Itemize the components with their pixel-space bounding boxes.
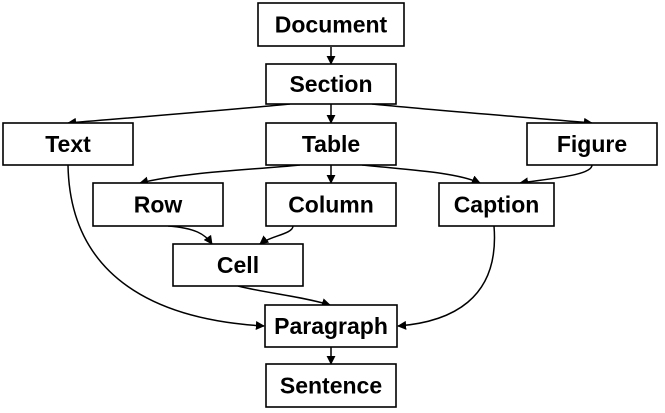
node-label: Caption — [454, 192, 540, 218]
node-document: Document — [257, 2, 405, 47]
edge-row-cell — [167, 225, 213, 245]
edge-section-figure — [371, 103, 593, 127]
node-column: Column — [265, 182, 397, 227]
edge-text-paragraph — [67, 164, 265, 331]
node-label: Figure — [557, 131, 627, 157]
node-row: Row — [92, 182, 224, 227]
node-caption: Caption — [438, 182, 555, 227]
edge-column-cell — [259, 225, 294, 245]
node-label: Section — [289, 71, 372, 97]
node-label: Column — [288, 192, 374, 218]
node-section: Section — [265, 63, 397, 105]
node-figure: Figure — [526, 122, 658, 166]
edge-cell-paragraph — [237, 285, 331, 307]
node-table: Table — [265, 122, 397, 166]
edge-section-text — [67, 103, 291, 127]
node-sentence: Sentence — [265, 363, 397, 408]
node-text: Text — [2, 122, 134, 166]
node-label: Document — [275, 12, 388, 38]
edges — [67, 47, 593, 365]
node-paragraph: Paragraph — [264, 304, 398, 348]
edge-caption-paragraph — [397, 225, 496, 330]
node-label: Sentence — [280, 373, 382, 399]
node-cell: Cell — [172, 243, 304, 287]
edge-figure-caption — [519, 164, 593, 187]
node-label: Table — [302, 131, 360, 157]
edge-table-row — [139, 164, 301, 186]
node-label: Text — [45, 131, 91, 157]
node-label: Row — [134, 192, 183, 218]
node-label: Paragraph — [274, 313, 388, 339]
edge-table-caption — [361, 164, 481, 184]
node-label: Cell — [217, 252, 259, 278]
